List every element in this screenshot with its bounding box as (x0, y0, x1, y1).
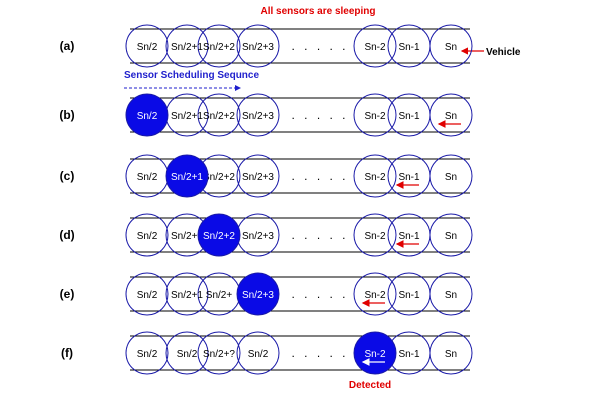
sensor-label: Sn-1 (398, 111, 420, 122)
sensor-circle (125, 331, 169, 375)
sensor-label: Sn (445, 111, 457, 122)
scheduling-sequence-title: Sensor Scheduling Sequnce (124, 70, 259, 81)
sensor-label: Sn (445, 42, 457, 53)
sensor-circle (429, 331, 473, 375)
active-sensor-label: Sn/2+1 (171, 172, 203, 183)
sensor-row: (c) Sn/2 Sn/2+2 Sn/2+3 Sn-2 Sn-1 Sn . . . . . Sn… (60, 154, 473, 198)
active-sensor-circle (125, 93, 169, 137)
sensor-circle (353, 154, 397, 198)
sensor-label: Sn/2+3 (242, 111, 274, 122)
sensor-label: Sn-2 (364, 172, 386, 183)
sensor-label: Sn-1 (398, 42, 420, 53)
sensor-label: Sn-1 (398, 231, 420, 242)
ellipsis-dots: . . . . . (291, 287, 348, 301)
sensor-label: Sn/2+ (206, 290, 233, 301)
ellipsis-dots: . . . . . (291, 39, 348, 53)
sensor-circle (236, 154, 280, 198)
sensor-circle (165, 272, 209, 316)
sensor-circle (429, 93, 473, 137)
sensor-circle (429, 272, 473, 316)
sensor-label: Sn/2 (137, 231, 158, 242)
sensor-label: Sn-1 (398, 290, 420, 301)
sensor-label: Sn/2 (137, 349, 158, 360)
sensor-circle (197, 24, 241, 68)
sensor-label: Sn (445, 290, 457, 301)
sensor-label: Sn-2 (364, 42, 386, 53)
sensor-label: Sn/2+3 (242, 231, 274, 242)
sensor-circle (353, 93, 397, 137)
row-label: (f) (61, 346, 73, 360)
sensor-label: Sn/2+1 (171, 290, 203, 301)
sensor-circle (429, 213, 473, 257)
row-label: (d) (59, 228, 74, 242)
ellipsis-dots: . . . . . (291, 228, 348, 242)
vehicle-label: Vehicle (486, 47, 521, 58)
sensor-circle (197, 331, 241, 375)
sensor-label: Sn/2+2 (203, 42, 235, 53)
sensor-circle (125, 213, 169, 257)
sensor-label: Sn/2 (137, 42, 158, 53)
sensor-circle (353, 272, 397, 316)
sensor-label: Sn-2 (364, 231, 386, 242)
ellipsis-dots: . . . . . (291, 108, 348, 122)
sensor-circle (197, 93, 241, 137)
sensor-circle (353, 24, 397, 68)
sensor-label: Sn/2+3 (242, 172, 274, 183)
active-sensor-label: Sn/2+2 (203, 231, 235, 242)
active-sensor-circle (197, 213, 241, 257)
sensor-label: Sn-1 (398, 349, 420, 360)
active-sensor-circle (165, 154, 209, 198)
row-label: (a) (60, 39, 75, 53)
sensor-circle (429, 24, 473, 68)
row-label: (c) (60, 169, 75, 183)
sensor-circle (125, 272, 169, 316)
sensor-row: (f) Sn/2 Sn/2 Sn/2+? Sn/2 Sn-1 Sn . . . . . Sn-2 (61, 331, 473, 375)
sensor-label: Sn-2 (364, 111, 386, 122)
active-sensor-label: Sn-2 (364, 349, 386, 360)
sensor-circle (125, 24, 169, 68)
sensor-circle (236, 93, 280, 137)
detected-label: Detected (349, 380, 391, 391)
sensor-label: Sn/2 (177, 349, 198, 360)
row-label: (b) (59, 108, 74, 122)
sensor-label: Sn/2+2 (203, 111, 235, 122)
row-label: (e) (60, 287, 75, 301)
all-sensors-sleeping-title: All sensors are sleeping (260, 6, 375, 17)
sensor-label: Sn/2+1 (171, 111, 203, 122)
sensor-label: Sn/2+? (203, 349, 235, 360)
sensor-label: Sn/2+1 (171, 42, 203, 53)
sensor-circle (165, 24, 209, 68)
sensor-label: Sn/2 (137, 172, 158, 183)
sensor-label: Sn/2+2 (203, 172, 235, 183)
sensor-label: Sn (445, 231, 457, 242)
sensor-circle (236, 331, 280, 375)
ellipsis-dots: . . . . . (291, 169, 348, 183)
sensor-label: Sn-2 (364, 290, 386, 301)
active-sensor-circle (236, 272, 280, 316)
sensor-label: Sn/2 (248, 349, 269, 360)
active-sensor-label: Sn/2 (137, 111, 158, 122)
sensor-label: Sn (445, 349, 457, 360)
sensor-circle (236, 24, 280, 68)
sensor-circle (165, 331, 209, 375)
ellipsis-dots: . . . . . (291, 346, 348, 360)
sensor-label: Sn (445, 172, 457, 183)
sensor-circle (353, 213, 397, 257)
sensor-row: (d) Sn/2 Sn/2+1 Sn/2+3 Sn-2 Sn-1 Sn . . . . . Sn… (59, 213, 473, 257)
active-sensor-label: Sn/2+3 (242, 290, 274, 301)
sensor-circle (429, 154, 473, 198)
sensor-label: Sn/2 (137, 290, 158, 301)
sensor-label: Sn/2+1 (171, 231, 203, 242)
sensor-label: Sn-1 (398, 172, 420, 183)
sensor-label: Sn/2+3 (242, 42, 274, 53)
